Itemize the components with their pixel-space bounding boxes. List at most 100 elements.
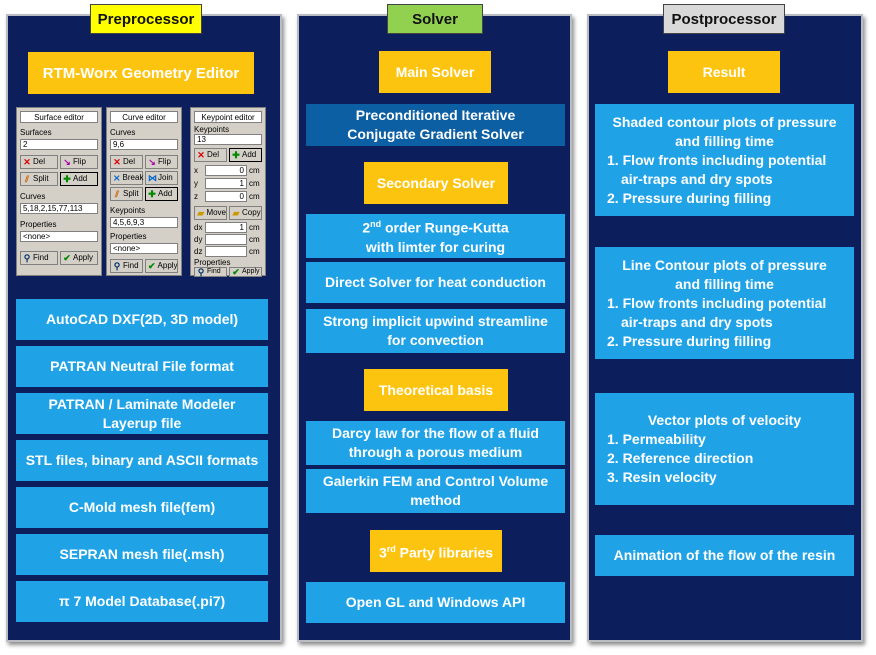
- shaded-contour-box: Shaded contour plots of pressure and fil…: [595, 104, 854, 216]
- del-button[interactable]: ✕Del: [20, 155, 58, 169]
- apply-button[interactable]: ✔Apply: [229, 267, 262, 277]
- del-button[interactable]: ✕Del: [110, 155, 143, 169]
- keypoints-input[interactable]: 4,5,6,9,3: [110, 217, 178, 228]
- split-button[interactable]: ⫽Split: [20, 172, 58, 186]
- delete-icon: ✕: [23, 157, 31, 167]
- find-button[interactable]: ⚲Find: [110, 259, 143, 273]
- copy-button[interactable]: ▰Copy: [229, 206, 262, 220]
- shaded-contour-title: Shaded contour plots of pressure and fil…: [612, 113, 837, 149]
- curves-label: Curves: [20, 192, 46, 201]
- runge-kutta-line2: with limter for curing: [365, 238, 506, 255]
- join-icon: ⋈: [148, 173, 157, 183]
- format-autocad: AutoCAD DXF(2D, 3D model): [16, 299, 268, 340]
- preprocessor-header: Preprocessor: [90, 4, 202, 34]
- apply-button[interactable]: ✔Apply: [60, 251, 98, 265]
- flip-icon: ↘: [148, 157, 156, 167]
- add-icon: ✚: [232, 150, 240, 160]
- check-icon: ✔: [148, 261, 156, 271]
- move-button[interactable]: ▰Move: [194, 206, 227, 220]
- shaded-item-1: 1. Flow fronts including potential: [607, 151, 827, 168]
- curves-input[interactable]: 9,6: [110, 139, 178, 150]
- join-button[interactable]: ⋈Join: [145, 171, 178, 185]
- surfaces-label: Surfaces: [20, 128, 52, 137]
- delete-icon: ✕: [197, 150, 205, 160]
- split-button[interactable]: ⫽Split: [110, 187, 143, 201]
- theoretical-basis-label: Theoretical basis: [364, 369, 508, 411]
- vector-plot-title: Vector plots of velocity: [647, 412, 802, 428]
- find-button[interactable]: ⚲Find: [20, 251, 58, 265]
- split-icon: ⫽: [24, 174, 29, 184]
- vector-item-3: 3. Resin velocity: [607, 469, 717, 485]
- properties-select[interactable]: <none>: [20, 231, 98, 242]
- format-patran-neutral: PATRAN Neutral File format: [16, 346, 268, 387]
- keypoints-label: Keypoints: [194, 125, 230, 134]
- flip-icon: ↘: [63, 157, 71, 167]
- runge-kutta-box: 2nd order Runge-Kutta with limter for cu…: [306, 214, 565, 258]
- curve-editor-title: Curve editor: [110, 111, 178, 123]
- dz-label: dz: [194, 247, 203, 256]
- del-button[interactable]: ✕Del: [194, 148, 227, 162]
- postprocessor-header: Postprocessor: [663, 4, 785, 34]
- copy-icon: ▰: [232, 208, 240, 218]
- shaded-item-1-cont: air-traps and dry spots: [621, 170, 773, 187]
- keypoints-input[interactable]: 13: [194, 134, 262, 145]
- dy-label: dy: [194, 235, 203, 244]
- x-input[interactable]: 0: [205, 165, 247, 176]
- format-pi7: π 7 Model Database(.pi7): [16, 581, 268, 622]
- dx-label: dx: [194, 223, 203, 232]
- dx-unit: cm: [249, 223, 260, 232]
- x-label: x: [194, 166, 198, 175]
- curve-editor-window: Curve editor Curves 9,6 ✕Del ↘Flip ⨯Brea…: [106, 107, 182, 276]
- solver-header: Solver: [387, 4, 483, 34]
- flip-button[interactable]: ↘Flip: [145, 155, 178, 169]
- upwind-streamline: Strong implicit upwind streamline for co…: [306, 309, 565, 353]
- y-unit: cm: [249, 179, 260, 188]
- dx-input[interactable]: 1: [205, 222, 247, 233]
- properties-label: Properties: [110, 232, 147, 241]
- galerkin-fem: Galerkin FEM and Control Volume method: [306, 469, 565, 513]
- break-button[interactable]: ⨯Break: [110, 171, 143, 185]
- keypoints-label: Keypoints: [110, 206, 146, 215]
- keypoint-editor-window: Keypoint editor Keypoints 13 ✕Del ✚Add x…: [190, 107, 266, 277]
- apply-button[interactable]: ✔Apply: [145, 259, 178, 273]
- line-contour-title: Line Contour plots of pressure and filli…: [622, 256, 827, 292]
- vector-item-1: 1. Permeability: [607, 431, 706, 447]
- runge-kutta-line1: 2nd order Runge-Kutta: [362, 219, 509, 236]
- dy-unit: cm: [249, 235, 260, 244]
- flip-button[interactable]: ↘Flip: [60, 155, 98, 169]
- binoculars-icon: ⚲: [23, 253, 31, 263]
- properties-select[interactable]: <none>: [110, 243, 178, 254]
- check-icon: ✔: [232, 267, 240, 277]
- surfaces-input[interactable]: 2: [20, 139, 98, 150]
- add-button[interactable]: ✚Add: [229, 148, 262, 162]
- dz-input[interactable]: [205, 246, 247, 257]
- z-unit: cm: [249, 192, 260, 201]
- add-button[interactable]: ✚Add: [60, 172, 98, 186]
- geometry-editor-title: RTM-Worx Geometry Editor: [28, 52, 254, 94]
- keypoint-editor-title: Keypoint editor: [194, 111, 262, 123]
- y-input[interactable]: 1: [205, 178, 247, 189]
- find-button[interactable]: ⚲Find: [194, 267, 227, 277]
- folder-icon: ▰: [197, 208, 205, 218]
- binoculars-icon: ⚲: [113, 261, 121, 271]
- vector-item-2: 2. Reference direction: [607, 450, 754, 466]
- format-sepran: SEPRAN mesh file(.msh): [16, 534, 268, 575]
- properties-label: Properties: [194, 258, 231, 267]
- surface-editor-window: Surface editor Surfaces 2 ✕Del ↘Flip ⫽Sp…: [16, 107, 102, 276]
- z-input[interactable]: 0: [205, 191, 247, 202]
- surface-editor-title: Surface editor: [20, 111, 98, 123]
- line-item-1-cont: air-traps and dry spots: [621, 313, 773, 330]
- dy-input[interactable]: [205, 234, 247, 245]
- properties-label: Properties: [20, 220, 57, 229]
- vector-plot-box: Vector plots of velocity 1. Permeability…: [595, 393, 854, 505]
- check-icon: ✔: [63, 253, 71, 263]
- add-icon: ✚: [63, 174, 71, 184]
- curves-input[interactable]: 5,18,2,15,77,113: [20, 203, 98, 214]
- z-label: z: [194, 192, 198, 201]
- add-button[interactable]: ✚Add: [145, 187, 178, 201]
- add-icon: ✚: [148, 189, 156, 199]
- break-icon: ⨯: [113, 173, 121, 183]
- direct-solver: Direct Solver for heat conduction: [306, 262, 565, 303]
- delete-icon: ✕: [113, 157, 121, 167]
- line-item-1: 1. Flow fronts including potential: [607, 294, 827, 311]
